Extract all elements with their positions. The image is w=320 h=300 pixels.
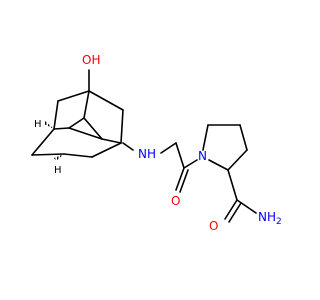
- bond: [175, 167, 185, 191]
- bond: [68, 117, 85, 129]
- hashed-wedge: [44, 121, 54, 129]
- bond: [179, 169, 189, 193]
- bond: [120, 109, 124, 144]
- bond: [227, 149, 248, 171]
- side-chain: [122, 124, 257, 223]
- bond: [228, 202, 242, 223]
- bond: [83, 90, 90, 119]
- bond: [227, 169, 238, 201]
- bond: [160, 142, 177, 154]
- bond: [183, 159, 198, 169]
- stereo-h-upper-label: H: [34, 119, 42, 130]
- bond: [63, 153, 93, 158]
- ring-n-label: N: [198, 149, 207, 163]
- bond: [208, 159, 229, 171]
- amine-n-label: N: [138, 147, 147, 161]
- bond: [202, 124, 209, 151]
- bond: [91, 142, 122, 158]
- bond: [224, 199, 238, 220]
- chemical-structure: OH H H N H N O O NH2: [31, 53, 282, 233]
- bond: [57, 90, 90, 102]
- amide-n-label: NH2: [258, 210, 282, 227]
- hashed-wedge: [54, 154, 64, 161]
- bond: [68, 127, 103, 140]
- bond: [236, 199, 257, 214]
- bond: [122, 142, 134, 151]
- bond: [31, 153, 65, 156]
- amide-nh-text: NH: [258, 210, 276, 224]
- bond: [175, 142, 185, 169]
- amide-o-label: O: [209, 219, 218, 233]
- bond: [239, 124, 248, 151]
- atom-labels: OH H H N H N O O NH2: [34, 53, 282, 233]
- adamantane-cage: [31, 69, 124, 161]
- amine-h-label: H: [147, 147, 156, 161]
- carbonyl-o-label: O: [171, 194, 180, 208]
- stereo-h-lower-label: H: [54, 165, 62, 176]
- amide-nh-subscript: 2: [276, 217, 282, 227]
- bond: [31, 128, 55, 156]
- bond: [83, 117, 103, 140]
- hydroxyl-label: OH: [82, 53, 100, 67]
- bond: [101, 138, 122, 144]
- bond: [88, 90, 124, 111]
- bond: [53, 100, 59, 130]
- bond: [53, 127, 70, 130]
